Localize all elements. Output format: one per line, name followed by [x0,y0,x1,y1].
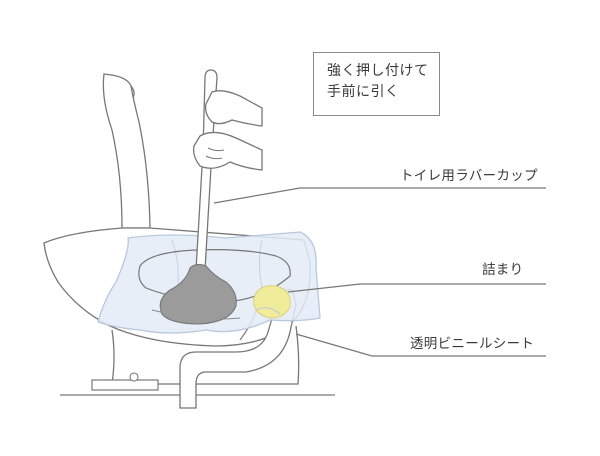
finger-lines [205,147,225,160]
lower-hand [192,131,263,171]
bolt-cap [129,372,139,382]
label-sheet: 透明ビニールシート [410,336,535,352]
leader-plunger [213,187,546,204]
label-clog: 詰まり [482,262,524,278]
instruction-line-1: 強く押し付けて [327,63,429,79]
instruction-box: 強く押し付けて 手前に引く [313,52,440,116]
bowl-rim [138,249,291,303]
instruction-line-2: 手前に引く [327,84,400,100]
toilet-tank [102,73,151,229]
clog-sheet-overlay [255,307,281,315]
floor-flange [91,379,159,391]
clog-blob [253,285,291,319]
tank-lid-edge [130,85,135,99]
leader-clog [287,283,546,293]
upper-hand [204,90,263,127]
label-plunger: トイレ用ラバーカップ [400,168,538,184]
leader-sheet [295,333,546,357]
rubber-cup [159,263,237,325]
